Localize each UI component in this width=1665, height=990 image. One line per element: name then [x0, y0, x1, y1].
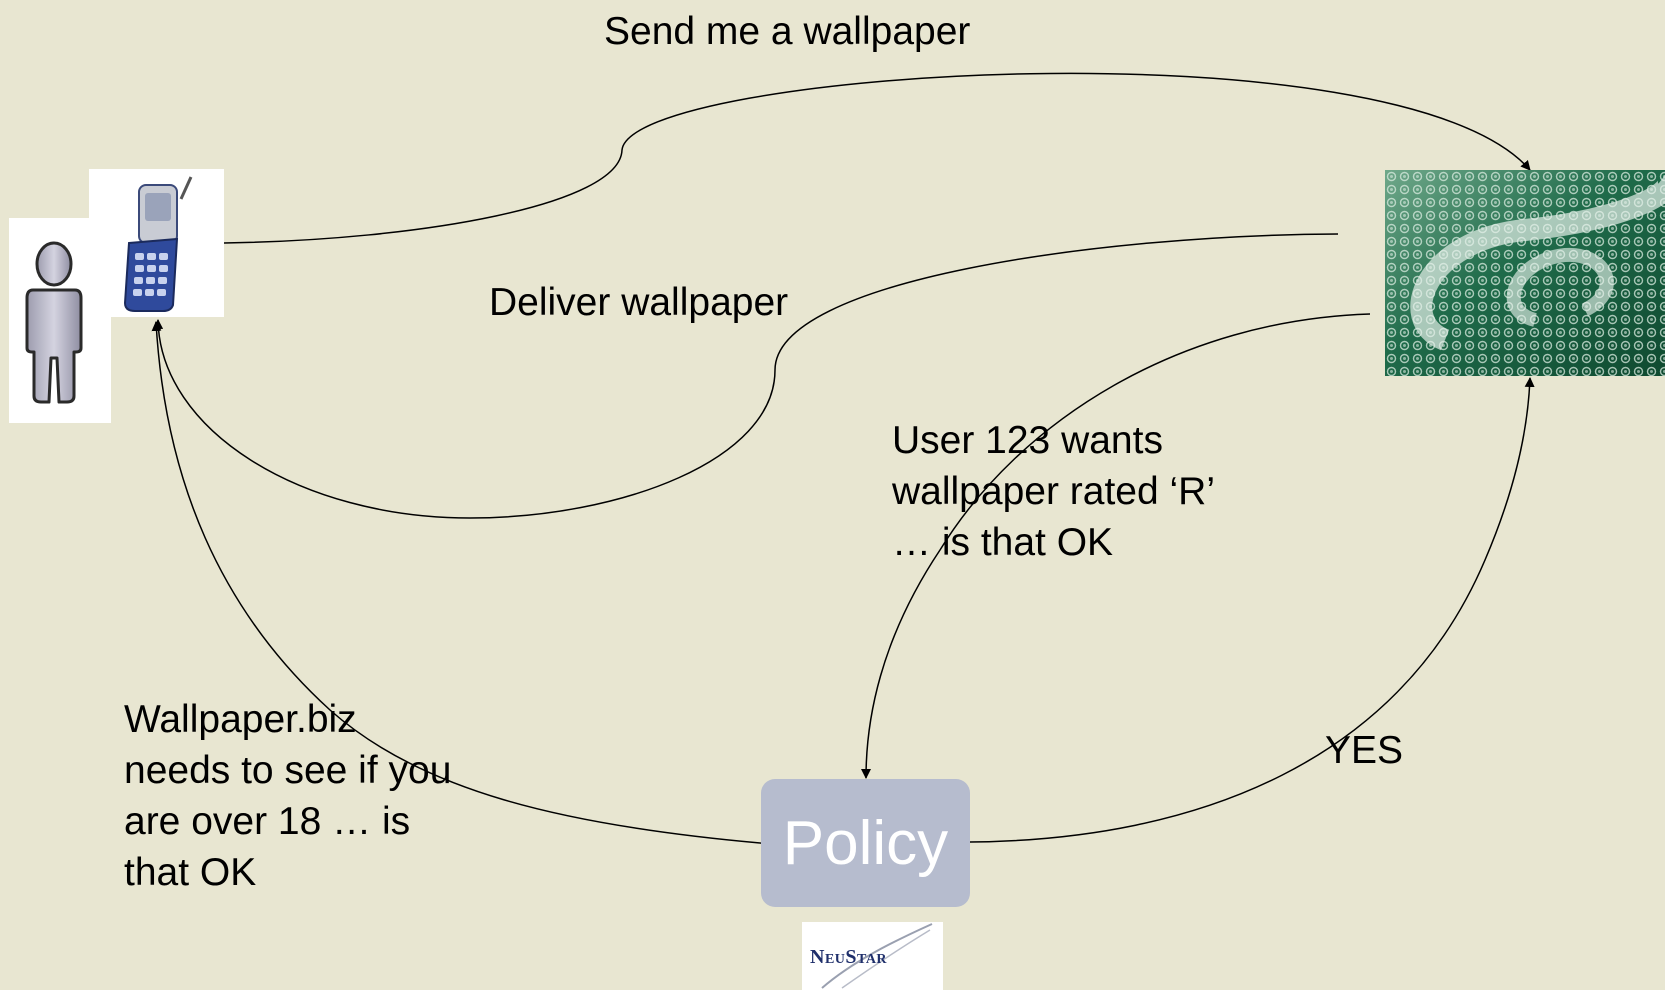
label-send-request: Send me a wallpaper — [604, 10, 971, 53]
policy-box: Policy — [761, 779, 970, 907]
label-policy-query: User 123 wants wallpaper rated ‘R’ … is … — [892, 419, 1215, 564]
logo-swoosh-icon — [821, 923, 933, 989]
wallpaper-provider-icon — [1385, 170, 1665, 376]
arrow-approval — [969, 377, 1535, 843]
label-approval: YES — [1325, 729, 1404, 772]
arrow-send-request — [223, 72, 1531, 244]
label-deliver: Deliver wallpaper — [489, 281, 789, 324]
person-icon — [25, 241, 83, 404]
neustar-logo: NeuStar — [802, 922, 943, 990]
logo-text: NeuStar — [810, 946, 888, 968]
mobile-phone-icon — [123, 176, 193, 312]
policy-label: Policy — [782, 808, 949, 878]
user-figure — [9, 218, 111, 423]
arrow-consent — [151, 321, 770, 849]
mobile-phone — [89, 169, 224, 317]
arrow-policy-query — [861, 313, 1371, 779]
label-consent-prompt: Wallpaper.biz needs to see if you are ov… — [124, 698, 452, 894]
wallpaper-provider — [1385, 170, 1665, 376]
